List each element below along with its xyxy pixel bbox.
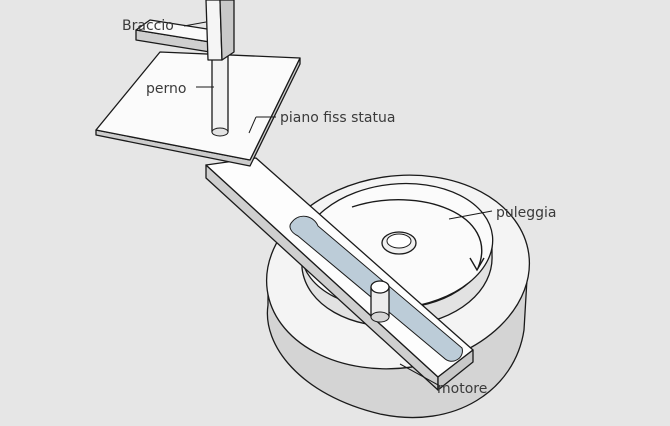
leader-motore — [399, 363, 441, 387]
long-bar-end — [437, 349, 474, 391]
label-perno: perno — [146, 81, 186, 97]
leader-piano-2 — [248, 116, 257, 134]
pivot-rod — [211, 39, 229, 137]
leader-puleggia — [448, 210, 493, 220]
arm-upright-side — [219, 0, 235, 61]
arm — [135, 0, 235, 61]
label-motore: motore — [437, 381, 487, 397]
pivot-rod-base — [211, 127, 229, 137]
label-braccio: Braccio — [122, 18, 174, 34]
statue-plate-top — [95, 51, 301, 161]
leader-lines — [183, 21, 493, 387]
crank-pin — [370, 280, 390, 323]
statue-plate — [95, 51, 301, 167]
rotation-arrow-head-icon — [469, 257, 485, 272]
label-piano-fiss-statua: piano fiss statua — [280, 110, 395, 126]
pulley-center-hole-inner — [386, 233, 412, 249]
arm-upright-front — [205, 0, 223, 61]
crank-pin-top — [370, 280, 390, 294]
rotation-arrow-icon — [351, 199, 483, 269]
leader-braccio — [183, 21, 207, 27]
label-puleggia: puleggia — [496, 205, 557, 221]
crank-pin-bottom — [370, 311, 390, 323]
